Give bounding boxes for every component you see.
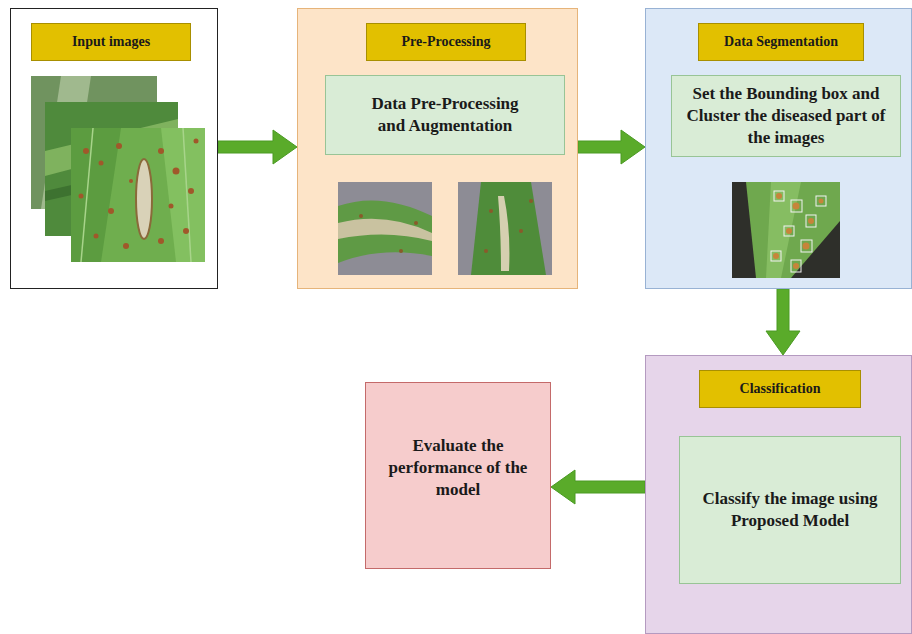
- box-label: Evaluate the performance of the model: [378, 435, 538, 501]
- process-box: Set the Bounding box and Cluster the dis…: [671, 75, 901, 157]
- process-box: Classify the image using Proposed Model: [679, 436, 901, 584]
- stage-heading: Classification: [699, 370, 861, 408]
- flow-arrow: [551, 470, 645, 504]
- box-label: Classify the image using Proposed Model: [690, 488, 890, 532]
- stage-panel: Data SegmentationSet the Bounding box an…: [645, 8, 912, 289]
- stage-panel: ClassificationClassify the image using P…: [645, 355, 912, 634]
- flow-arrow: [578, 130, 645, 164]
- flow-arrow: [766, 289, 800, 355]
- stage-panel: Input images: [10, 8, 218, 289]
- stage-heading: Data Segmentation: [698, 23, 864, 61]
- stage-heading: Pre-Processing: [366, 23, 526, 61]
- stage-panel: Pre-ProcessingData Pre-Processing and Au…: [297, 8, 578, 289]
- stage-heading: Input images: [31, 23, 191, 61]
- box-label: Set the Bounding box and Cluster the dis…: [677, 83, 895, 149]
- process-box: Data Pre-Processing and Augmentation: [325, 75, 565, 155]
- flow-arrow: [218, 130, 297, 164]
- result-box: Evaluate the performance of the model: [365, 382, 551, 569]
- box-label: Data Pre-Processing and Augmentation: [356, 93, 534, 137]
